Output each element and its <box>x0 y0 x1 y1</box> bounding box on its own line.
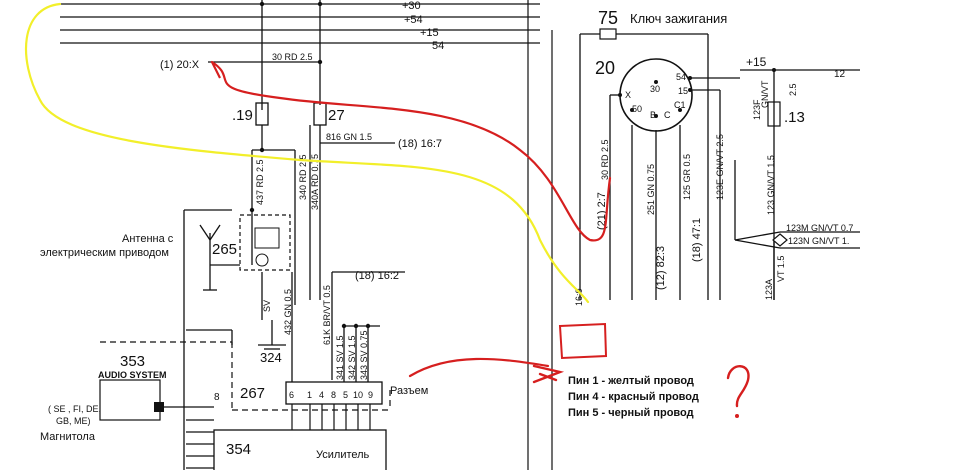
ignition-wiring <box>579 33 860 300</box>
wire-123f: 123F <box>752 99 762 120</box>
pin-label: 4 <box>319 390 324 400</box>
ignition-switch-num: 20 <box>595 58 615 78</box>
ignition-num: 75 <box>598 8 618 28</box>
red-arrow-line <box>408 357 550 378</box>
wire-437: 437 RD 2.5 <box>255 159 265 205</box>
antenna-relay-coil <box>254 227 280 249</box>
term-x: X <box>625 90 631 100</box>
wire-25: 2.5 <box>788 83 798 96</box>
plus15-label: +15 <box>746 55 767 69</box>
wire-123a: 123A <box>764 279 774 300</box>
connector-pins: 6 1 4 8 5 10 9 <box>289 390 373 400</box>
ignition-dots <box>618 68 776 118</box>
yellow-trace <box>24 2 590 304</box>
razem-label: Разъем <box>390 385 428 397</box>
red-question-dot <box>735 414 739 418</box>
red-question-mark-icon <box>726 365 750 408</box>
wire-30rd-right: 30 RD 2.5 <box>600 139 610 180</box>
component-353: 353 <box>120 353 145 370</box>
magnitola-label: Магнитола <box>40 431 96 443</box>
pin-label: 6 <box>289 390 294 400</box>
pin-label: 5 <box>343 390 348 400</box>
term-50: 50 <box>632 104 642 114</box>
term-b: B <box>650 110 656 120</box>
red-trace <box>210 60 612 242</box>
note-pin-4: Пин 4 - красный провод <box>568 391 699 403</box>
antenna-label-2: электрическим приводом <box>40 247 169 259</box>
wire-123n: 123N GN/VT 1. <box>788 236 849 246</box>
term-15: 15 <box>678 86 688 96</box>
wire-342: 342 SV 1.5 <box>347 335 357 380</box>
ref-16-0: 16:0 <box>574 288 584 306</box>
markets-line-2: GB, ME) <box>56 416 91 426</box>
term-c1: C1 <box>674 100 686 110</box>
component-265: 265 <box>212 241 237 258</box>
ref-18-471: (18) 47:1 <box>691 218 703 262</box>
wire-61k: 61K BR/VT 0.5 <box>322 285 332 345</box>
ref-18-167: (18) 16:7 <box>398 138 442 150</box>
wire-30rd-top: 30 RD 2.5 <box>272 52 313 62</box>
term-54: 54 <box>676 72 686 82</box>
term-30: 30 <box>650 84 660 94</box>
antenna-relay-box <box>239 214 291 271</box>
fuse-13-label: .13 <box>784 109 805 126</box>
note-pin-5: Пин 5 - черный провод <box>568 407 694 419</box>
term-c: C <box>664 110 671 120</box>
red-rectangle <box>558 322 608 360</box>
fuse-19-label: .19 <box>232 107 253 124</box>
antenna-motor <box>255 253 269 267</box>
bus-label-54p: +54 <box>404 14 423 26</box>
usilitel-label: Усилитель <box>316 449 370 461</box>
magnitola-box <box>99 379 161 421</box>
wire-gnvt: GN/VT <box>760 80 770 108</box>
ref-18-162: (18) 16:2 <box>355 270 399 282</box>
wire-vt: VT 1.5 <box>776 256 786 282</box>
power-bus <box>60 3 540 44</box>
bus-label-15: +15 <box>420 27 439 39</box>
wire-341: 341 SV 1.5 <box>335 335 345 380</box>
wire-340: 340 RD 2.5 <box>298 154 308 200</box>
component-354: 354 <box>226 441 251 458</box>
component-267: 267 <box>240 385 265 402</box>
fuse-13-body <box>767 101 781 127</box>
red-trace-left-end <box>211 61 221 79</box>
wire-816: 816 GN 1.5 <box>326 132 372 142</box>
bus-label-54: 54 <box>432 40 444 52</box>
audio-system-label: AUDIO SYSTEM <box>98 370 167 380</box>
markets-line-1: ( SE , FI, DE, <box>48 404 101 414</box>
bus-label-30: +30 <box>402 0 421 12</box>
wire-123-gnvt: 123 GN/VT 1.5 <box>766 155 776 215</box>
note-pin-1: Пин 1 - желтый провод <box>568 375 694 387</box>
ref-12-823: (12) 82:3 <box>655 246 667 290</box>
wire-251: 251 GN 0.75 <box>646 164 656 215</box>
amplifier-354-box <box>213 429 387 470</box>
fuse-27-label: 27 <box>328 107 345 124</box>
wire-12: 12 <box>834 69 846 80</box>
component-8: 8 <box>214 392 220 403</box>
pin-label: 10 <box>353 390 363 400</box>
left-wiring <box>160 0 405 470</box>
wire-340a: 340A RD 0.75 <box>310 154 320 210</box>
component-324: 324 <box>260 350 282 365</box>
antenna-label-1: Антенна с <box>122 233 174 245</box>
wire-343: 343 SV 0.75 <box>359 330 369 380</box>
ignition-fuse <box>599 28 617 40</box>
pin-label: 8 <box>331 390 336 400</box>
ignition-title: Ключ зажигания <box>630 11 727 26</box>
wire-123e: 123E GN/VT 2.5 <box>715 134 725 200</box>
connector-ref: (1) 20:X <box>160 59 200 71</box>
red-arrow-head <box>532 364 565 384</box>
junction-diamond <box>772 233 788 247</box>
pin-label: 1 <box>307 390 312 400</box>
pin-label: 9 <box>368 390 373 400</box>
wire-sv: SV <box>262 300 272 312</box>
wire-125: 125 GR 0.5 <box>682 154 692 200</box>
wire-123m: 123M GN/VT 0.7 <box>786 223 853 233</box>
connector-8 <box>154 402 164 412</box>
junction-dots <box>249 1 371 329</box>
wire-432: 432 GN 0.5 <box>283 289 293 335</box>
